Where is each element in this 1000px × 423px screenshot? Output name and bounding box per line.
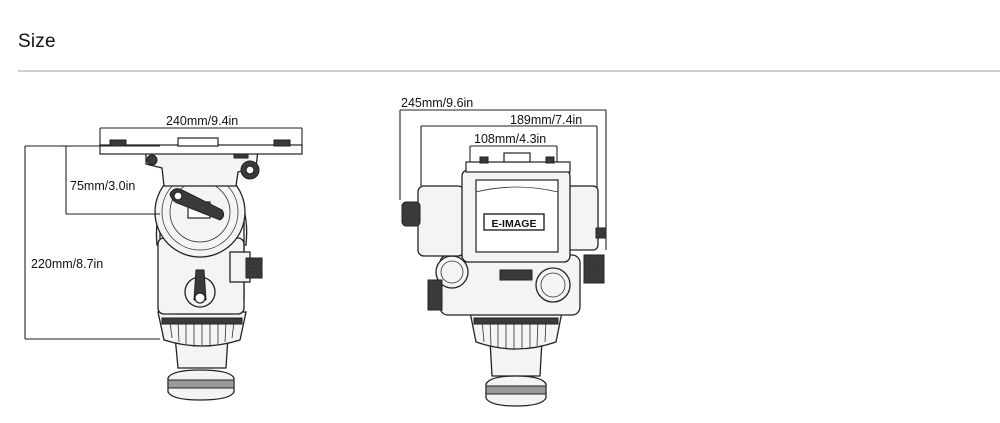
section-title: Size <box>18 31 56 52</box>
side-pan-height-label: 75mm/3.0in <box>70 179 135 193</box>
side-total-height-label: 220mm/8.7in <box>31 257 103 271</box>
front-mid-width-label: 189mm/7.4in <box>510 113 582 127</box>
brand-logo: E-IMAGE <box>492 218 537 230</box>
side-view <box>24 127 303 401</box>
front-total-width-label: 245mm/9.6in <box>401 96 473 110</box>
front-view <box>399 109 607 407</box>
side-width-label: 240mm/9.4in <box>166 114 238 128</box>
front-plate-width-label: 108mm/4.3in <box>474 132 546 146</box>
section-divider <box>18 70 1000 72</box>
